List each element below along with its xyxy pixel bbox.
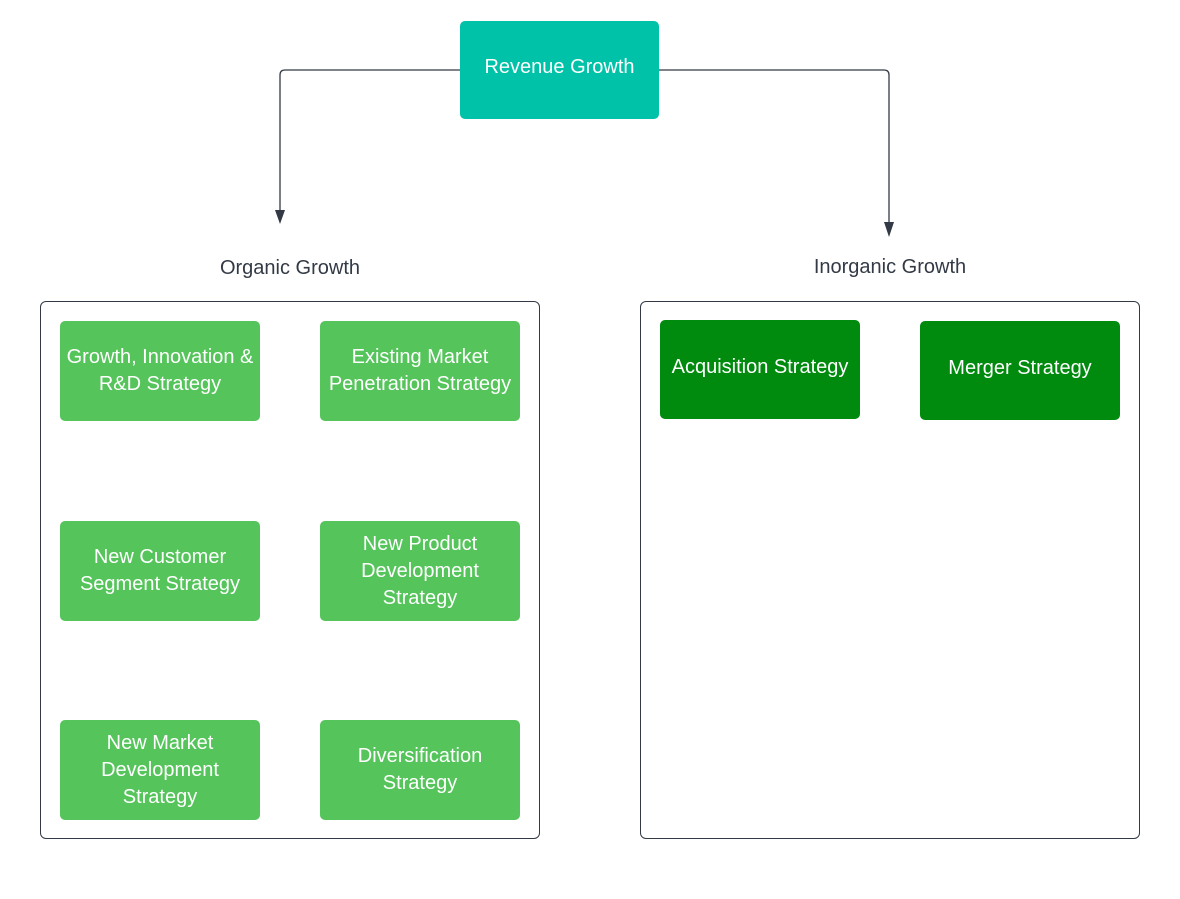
growth-innovation-rd-strategy-box: Growth, Innovation & R&D Strategy: [60, 321, 260, 421]
arrowhead-inorganic: [884, 222, 894, 237]
diversification-strategy-box: Diversification Strategy: [320, 720, 520, 820]
acquisition-strategy-box: Acquisition Strategy: [660, 320, 860, 419]
merger-strategy-box: Merger Strategy: [920, 321, 1120, 420]
arrowhead-organic: [275, 210, 285, 224]
new-market-development-strategy-box: New Market Development Strategy: [60, 720, 260, 820]
new-product-development-strategy-box: New Product Development Strategy: [320, 521, 520, 621]
existing-market-penetration-strategy-box: Existing Market Penetration Strategy: [320, 321, 520, 421]
connector-to-organic: [279, 69, 460, 212]
connector-to-inorganic: [659, 69, 890, 224]
organic-growth-label: Organic Growth: [219, 257, 361, 279]
revenue-growth-node: Revenue Growth: [460, 21, 659, 119]
inorganic-growth-label: Inorganic Growth: [813, 256, 967, 278]
new-customer-segment-strategy-box: New Customer Segment Strategy: [60, 521, 260, 621]
